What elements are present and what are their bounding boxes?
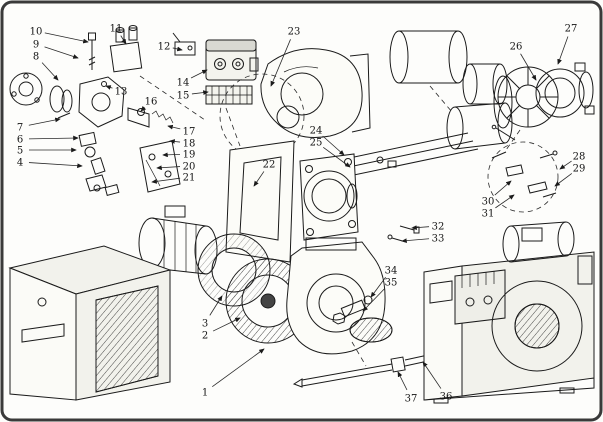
callout-leader-3 <box>209 295 223 316</box>
part-number-9: 9 <box>33 40 39 51</box>
part-number-1: 1 <box>202 388 208 399</box>
part-number-21: 21 <box>183 173 196 184</box>
part-number-29: 29 <box>573 164 586 175</box>
callout-leader-31 <box>495 194 515 209</box>
part-number-31: 31 <box>482 209 495 220</box>
part-number-11: 11 <box>110 24 123 35</box>
callout-leader-32 <box>411 225 430 231</box>
part-number-28: 28 <box>573 152 586 163</box>
callout-leader-37 <box>397 371 408 391</box>
callout-leader-20 <box>156 165 181 171</box>
part-number-15: 15 <box>177 91 190 102</box>
pipe-fittings <box>57 112 120 197</box>
part-number-13: 13 <box>115 87 128 98</box>
callout-leader-17 <box>167 124 181 130</box>
part-number-18: 18 <box>183 139 196 150</box>
callout-leader-22 <box>253 171 265 187</box>
part-number-7: 7 <box>17 123 23 134</box>
part-number-22: 22 <box>263 160 276 171</box>
part-number-6: 6 <box>17 135 23 146</box>
cabinet <box>8 245 172 401</box>
callout-leader-36 <box>422 361 442 389</box>
callout-leader-10 <box>44 32 89 44</box>
part-number-24: 24 <box>310 126 323 137</box>
control-box <box>205 39 259 81</box>
part-number-8: 8 <box>33 52 39 63</box>
part-number-36: 36 <box>440 392 453 403</box>
part-number-14: 14 <box>177 78 190 89</box>
part-number-10: 10 <box>30 27 43 38</box>
callout-leader-25 <box>323 147 351 168</box>
callout-leader-33 <box>401 238 430 243</box>
callout-leader-23 <box>270 39 291 87</box>
part-number-2: 2 <box>202 331 208 342</box>
callout-leader-9 <box>44 46 79 59</box>
callout-leader-26 <box>520 53 537 81</box>
part-number-12: 12 <box>158 42 171 53</box>
callout-leader-21 <box>151 177 181 184</box>
part-number-26: 26 <box>510 42 523 53</box>
top-blower-housing <box>219 48 371 159</box>
callout-leader-6 <box>28 135 79 141</box>
oil-pump-assembly <box>9 25 174 128</box>
part-number-35: 35 <box>385 278 398 289</box>
part-number-25: 25 <box>310 138 323 149</box>
callout-leader-35 <box>362 288 386 312</box>
mounting-hardware <box>487 141 559 213</box>
solenoid-valve <box>109 25 143 73</box>
alignment-lines <box>139 75 521 151</box>
callout-leader-16 <box>140 105 147 112</box>
callout-leader-34 <box>370 276 386 298</box>
part-number-27: 27 <box>565 24 578 35</box>
part-number-4: 4 <box>17 158 23 169</box>
callout-leader-15 <box>191 90 209 95</box>
callout-leader-18 <box>169 139 181 144</box>
callout-leader-14 <box>190 69 208 79</box>
part-number-23: 23 <box>288 27 301 38</box>
chassis-plate <box>225 140 359 263</box>
callout-leader-12 <box>172 46 183 52</box>
callout-leader-4 <box>28 162 83 169</box>
callout-leader-13 <box>105 85 113 90</box>
terminal-strip <box>205 85 253 105</box>
part-number-17: 17 <box>183 127 196 138</box>
callout-leader-7 <box>28 117 61 126</box>
part-number-30: 30 <box>482 197 495 208</box>
blast-tube <box>446 102 513 150</box>
part-number-3: 3 <box>202 319 208 330</box>
mounting-bracket <box>139 140 181 193</box>
callout-leader-29 <box>554 173 573 187</box>
electrode-rods <box>333 132 479 177</box>
callout-leader-30 <box>494 180 512 196</box>
callout-leader-24 <box>322 135 345 156</box>
part-number-16: 16 <box>145 97 158 108</box>
callout-leader-1 <box>212 348 265 388</box>
callout-leader-11 <box>120 35 127 45</box>
nozzle-holder <box>332 295 373 325</box>
part-number-33: 33 <box>432 234 445 245</box>
part-number-37: 37 <box>405 394 418 405</box>
assembled-burner-unit <box>423 221 595 404</box>
callout-leader-8 <box>41 62 59 81</box>
callout-leader-27 <box>557 36 569 65</box>
callout-leader-19 <box>162 152 181 158</box>
callout-leader-28 <box>559 160 572 170</box>
callout-leader-2 <box>212 317 241 332</box>
part-number-34: 34 <box>385 266 398 277</box>
part-number-32: 32 <box>432 222 445 233</box>
part-number-19: 19 <box>183 150 196 161</box>
part-number-20: 20 <box>183 162 196 173</box>
oil-pipe-assembly <box>292 329 449 388</box>
part-number-5: 5 <box>17 146 23 157</box>
